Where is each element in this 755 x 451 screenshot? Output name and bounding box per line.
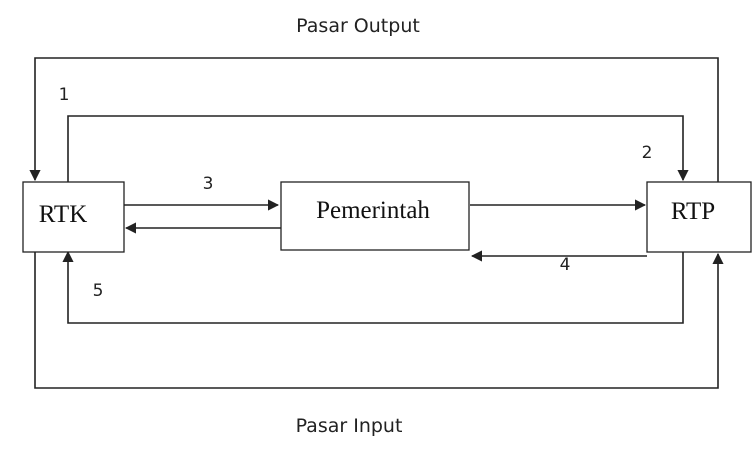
input-market-label: Pasar Input: [296, 415, 403, 437]
node-rtk: RTK: [22, 181, 125, 253]
node-rtp: RTP: [646, 181, 752, 253]
flow-label-5: 5: [93, 281, 104, 301]
node-rtp-label: RTP: [671, 198, 715, 225]
flow-5-arrow: [62, 250, 684, 324]
flow-label-3: 3: [203, 174, 214, 194]
flow-output-market-outer: [29, 57, 719, 182]
output-market-label: Pasar Output: [296, 15, 420, 37]
flow-label-4: 4: [560, 255, 571, 275]
node-pemerintah: Pemerintah: [280, 181, 470, 251]
flow-1-arrow: [67, 115, 689, 182]
flow-label-2: 2: [642, 143, 653, 163]
flow-label-1: 1: [59, 85, 70, 105]
node-pemerintah-label: Pemerintah: [316, 197, 430, 224]
node-rtk-label: RTK: [39, 201, 88, 228]
flow-input-market-outer: [34, 252, 724, 389]
